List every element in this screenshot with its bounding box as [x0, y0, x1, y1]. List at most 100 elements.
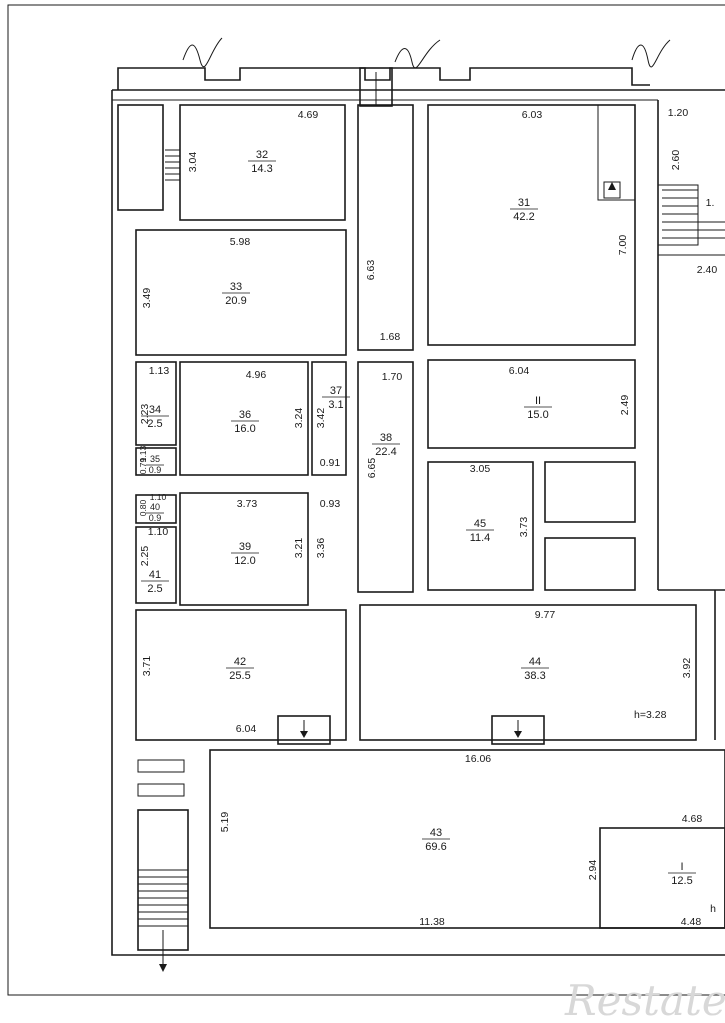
dimension-label: 1.20: [668, 107, 689, 119]
room-42-outline: [135, 609, 347, 741]
room-number: 37: [330, 385, 342, 397]
room-area: 22.4: [375, 446, 396, 458]
dimension-label: 4.96: [246, 369, 267, 381]
room-42-stair: [277, 715, 331, 745]
closet-a: [544, 461, 636, 523]
room-area: 14.3: [251, 163, 272, 175]
dimension-label: 6.65: [366, 458, 378, 479]
dimension-label: 1.10: [150, 492, 167, 502]
dimension-label: 2.23: [139, 404, 151, 425]
dimension-label: 9.77: [535, 609, 556, 621]
dimension-label: 3.73: [237, 498, 258, 510]
room-number: 41: [149, 569, 161, 581]
dimension-label: 1.: [706, 197, 715, 209]
room-37-outline: [311, 361, 347, 476]
room-area: 0.9: [149, 465, 162, 475]
outer-walls: [111, 37, 725, 956]
dimension-label: 3.71: [141, 656, 153, 677]
page-border: [7, 4, 725, 996]
dimension-label: 3.05: [470, 463, 491, 475]
room-44-stair: [491, 715, 545, 745]
room-number: 38: [380, 432, 392, 444]
room-34-outline: [135, 361, 177, 446]
dimension-label: 1.13: [138, 445, 148, 462]
room-45-outline: [427, 461, 534, 591]
room-area: 38.3: [524, 670, 545, 682]
room-number: 35: [150, 454, 160, 464]
corridor-upper: [357, 104, 414, 351]
step-b: [137, 783, 185, 797]
dimension-label: 1.70: [382, 371, 403, 383]
room-33-outline: [135, 229, 347, 356]
dimension-label: 3.24: [293, 408, 305, 429]
room-area: 11.4: [470, 532, 491, 544]
room-number: II: [535, 395, 541, 407]
dimension-label: 1.68: [380, 331, 401, 343]
room-44-outline: [359, 604, 697, 741]
dimension-label: 3.04: [187, 152, 199, 173]
room-area: 12.0: [234, 555, 255, 567]
dimension-label: 3.42: [315, 408, 327, 429]
room-number: 42: [234, 656, 246, 668]
dimension-label: 3.21: [293, 538, 305, 559]
room-number: 40: [150, 502, 160, 512]
dimension-label: 6.04: [236, 723, 257, 735]
dimension-label: 3.73: [518, 517, 530, 538]
dimension-label: 3.49: [141, 288, 153, 309]
room-number: 45: [474, 518, 486, 530]
room-II-outline: [427, 359, 636, 449]
room-area: 12.5: [671, 875, 692, 887]
dimension-label: 4.69: [298, 109, 319, 121]
room-31-stair: [597, 104, 636, 201]
dimension-label: 6.04: [509, 365, 530, 377]
dimension-label: 3.36: [315, 538, 327, 559]
dimension-label: 2.94: [587, 860, 599, 881]
dimension-label: 0.80: [138, 499, 148, 516]
room-number: I: [680, 861, 683, 873]
room-number: 43: [430, 827, 442, 839]
room-31-outline: [427, 104, 636, 346]
dimension-label: 2.60: [670, 150, 682, 171]
dimension-label: 2.49: [619, 395, 631, 416]
room-number: 32: [256, 149, 268, 161]
room-area: 25.5: [229, 670, 250, 682]
dimension-label: 2.25: [139, 546, 151, 567]
dimension-label: 1.13: [149, 365, 170, 377]
room-number: 33: [230, 281, 242, 293]
room-number: 44: [529, 656, 541, 668]
closet-b: [544, 537, 636, 591]
left-shaft: [117, 104, 164, 211]
room-35-outline: [135, 447, 177, 476]
dimension-label: 0.93: [320, 498, 341, 510]
room-39-outline: [179, 492, 309, 606]
room-area: 0.9: [149, 513, 162, 523]
dimension-label: 11.38: [419, 916, 445, 928]
dimension-label: 5.98: [230, 236, 251, 248]
room-area: 42.2: [513, 211, 534, 223]
watermark-logo: Restate: [564, 976, 725, 1023]
room-area: 3.1: [328, 399, 343, 411]
room-number: 39: [239, 541, 251, 553]
dimension-label: 1.10: [148, 526, 169, 538]
room-40-outline: [135, 494, 177, 524]
bottom-stair: [137, 809, 189, 972]
room-I-outline: [599, 827, 725, 929]
room-area: 20.9: [225, 295, 246, 307]
dimension-label: 4.48: [681, 916, 702, 928]
room-labels: 32 14.3 31 42.2 33 20.9 37 3.1 38 22.4 II 15.0 34 2.5…: [141, 149, 696, 887]
step-a: [137, 759, 185, 773]
dimension-label: 6.63: [365, 260, 377, 281]
corridor-38: [357, 361, 414, 593]
room-area: 69.6: [425, 841, 446, 853]
dimension-label: 0.79: [138, 457, 148, 474]
room-number: 36: [239, 409, 251, 421]
dimension-label: 7.00: [617, 235, 629, 256]
dimension-label: 2.40: [697, 264, 718, 276]
dimension-label: h: [710, 903, 716, 915]
room-area: 15.0: [527, 409, 548, 421]
room-area: 2.5: [147, 583, 162, 595]
room-number: 34: [149, 404, 161, 416]
room-number: 31: [518, 197, 530, 209]
dimension-label: 16.06: [465, 753, 491, 765]
